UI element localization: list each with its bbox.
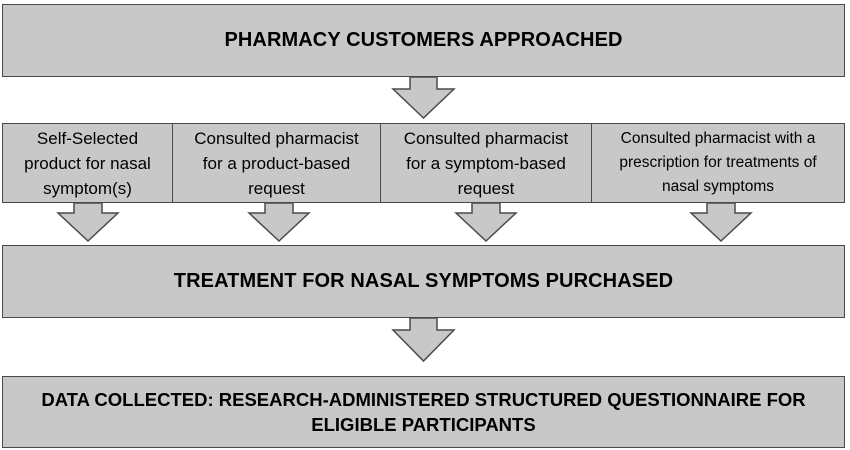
arrow-down-icon — [391, 76, 456, 120]
pathway-product-based-label: Consulted pharmacist for a product-based… — [194, 128, 359, 198]
pathway-self-selected: Self-Selected product for nasal symptom(… — [2, 123, 173, 203]
step-data-collected: DATA COLLECTED: RESEARCH-ADMINISTERED ST… — [2, 376, 845, 448]
step-treatment-purchased: TREATMENT FOR NASAL SYMPTOMS PURCHASED — [2, 245, 845, 318]
arrow-down-icon — [247, 202, 311, 243]
arrow-down-icon — [391, 317, 456, 363]
step-data-collected-label: DATA COLLECTED: RESEARCH-ADMINISTERED ST… — [41, 389, 806, 435]
pathway-symptom-based: Consulted pharmacist for a symptom-based… — [381, 123, 592, 203]
arrow-down-icon — [689, 202, 753, 243]
pathway-prescription-label: Consulted pharmacist with a prescription… — [619, 130, 817, 195]
pathway-prescription: Consulted pharmacist with a prescription… — [592, 123, 845, 203]
pathway-row: Self-Selected product for nasal symptom(… — [2, 123, 845, 203]
pathway-product-based: Consulted pharmacist for a product-based… — [173, 123, 381, 203]
pathway-self-selected-label: Self-Selected product for nasal symptom(… — [24, 128, 151, 198]
arrow-down-icon — [454, 202, 518, 243]
step-customers-approached-label: PHARMACY CUSTOMERS APPROACHED — [224, 29, 623, 51]
arrow-down-icon — [56, 202, 120, 243]
step-customers-approached: PHARMACY CUSTOMERS APPROACHED — [2, 4, 845, 77]
step-treatment-purchased-label: TREATMENT FOR NASAL SYMPTOMS PURCHASED — [173, 270, 674, 292]
pathway-symptom-based-label: Consulted pharmacist for a symptom-based… — [403, 128, 569, 198]
